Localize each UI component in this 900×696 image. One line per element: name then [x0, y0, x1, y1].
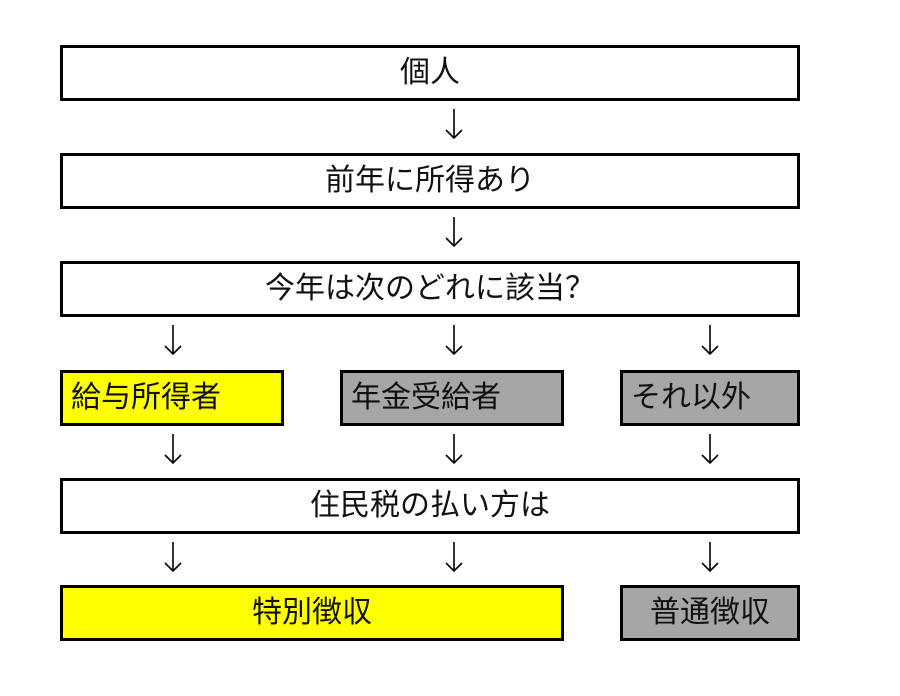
arrow-down-icon — [444, 108, 464, 140]
node-payment-method: 住民税の払い方は — [60, 478, 800, 534]
arrow-down-icon — [700, 324, 720, 356]
arrow-down-icon — [700, 433, 720, 465]
node-question: 今年は次のどれに該当？ — [60, 261, 800, 317]
arrow-down-icon — [444, 216, 464, 248]
arrow-down-icon — [163, 324, 183, 356]
arrow-down-icon — [444, 541, 464, 573]
node-other: それ以外 — [620, 370, 800, 426]
arrow-down-icon — [163, 541, 183, 573]
node-special-collection-label: 特別徴収 — [252, 595, 372, 630]
node-question-label: 今年は次のどれに該当？ — [265, 271, 595, 306]
node-salary-earner: 給与所得者 — [60, 370, 284, 426]
node-special-collection: 特別徴収 — [60, 585, 564, 641]
node-prior-income-label: 前年に所得あり — [325, 163, 535, 198]
node-ordinary-collection-label: 普通徴収 — [650, 595, 770, 630]
arrow-down-icon — [444, 433, 464, 465]
arrow-down-icon — [444, 324, 464, 356]
node-pension-recipient-label: 年金受給者 — [351, 380, 501, 415]
node-prior-income: 前年に所得あり — [60, 153, 800, 209]
node-salary-earner-label: 給与所得者 — [71, 380, 221, 415]
arrow-down-icon — [163, 433, 183, 465]
node-individual: 個人 — [60, 45, 800, 101]
arrow-down-icon — [700, 541, 720, 573]
node-ordinary-collection: 普通徴収 — [620, 585, 800, 641]
node-individual-label: 個人 — [400, 55, 460, 90]
node-other-label: それ以外 — [631, 380, 751, 415]
node-payment-method-label: 住民税の払い方は — [310, 488, 550, 523]
node-pension-recipient: 年金受給者 — [340, 370, 564, 426]
